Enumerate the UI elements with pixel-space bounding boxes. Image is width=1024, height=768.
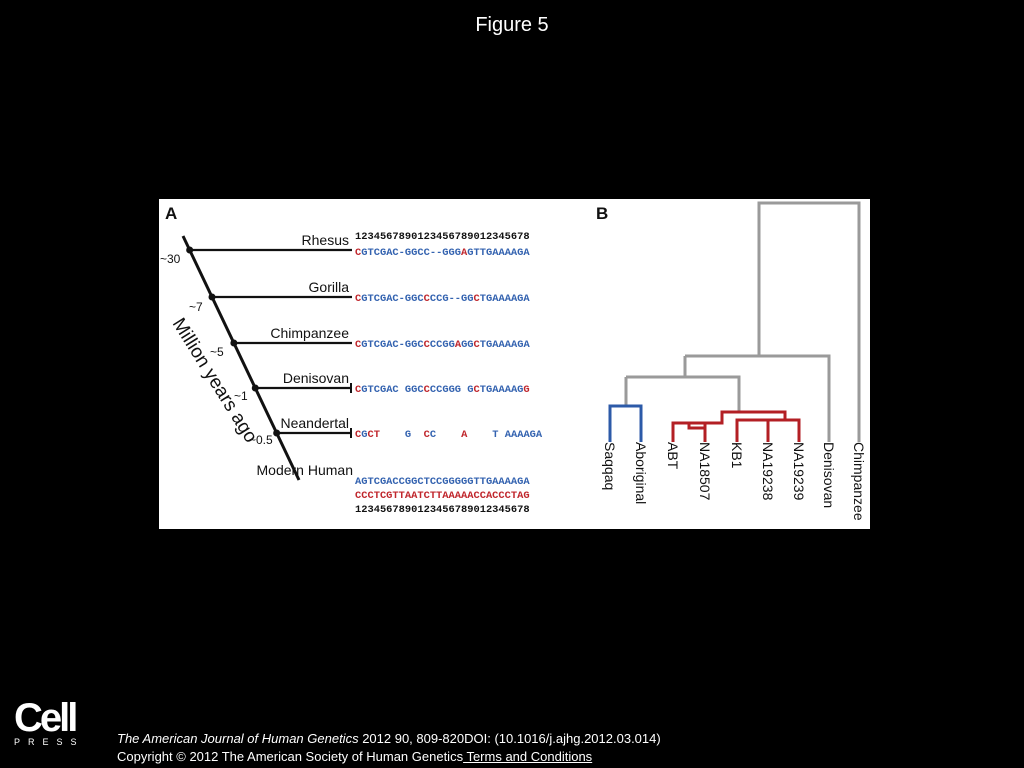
species-label: Gorilla bbox=[309, 279, 350, 295]
position-index-top: 1234567890123456789012345678 bbox=[355, 231, 530, 243]
time-label: ~7 bbox=[189, 300, 203, 314]
tree-branches: RhesusGorillaChimpanzeeDenisovanNeandert… bbox=[186, 232, 353, 478]
logo-word: Cell bbox=[14, 696, 78, 740]
sequence-chimpanzee: CGTCGAC-GGCCCCGGAGGCTGAAAAGA bbox=[355, 339, 530, 351]
leaf-label-kb1: KB1 bbox=[729, 442, 745, 469]
tree-node bbox=[251, 384, 259, 392]
tree-trunk bbox=[181, 235, 301, 481]
time-label: ~1 bbox=[234, 389, 248, 403]
tree-b-leaves: Saqqaq Aboriginal ABT NA18507 KB1 NA19238 NA19… bbox=[602, 442, 867, 521]
leaf-label-chimpanzee: Chimpanzee bbox=[851, 442, 867, 521]
time-label: ~30 bbox=[160, 252, 181, 266]
terms-link[interactable]: Terms and Conditions bbox=[463, 749, 593, 764]
sequence-gorilla: CGTCGAC-GGCCCCG--GGCTGAAAAGA bbox=[355, 293, 530, 305]
tree-b bbox=[608, 201, 861, 442]
species-label: Chimpanzee bbox=[270, 325, 349, 341]
sequence-rhesus: CGTCGAC-GGCC--GGGAGTTGAAAAGA bbox=[355, 247, 530, 259]
panel-a-label: A bbox=[165, 204, 177, 223]
tree-node bbox=[208, 293, 216, 301]
tree-edge bbox=[687, 423, 705, 430]
species-label: Neandertal bbox=[281, 415, 350, 431]
tree-node bbox=[273, 429, 281, 437]
species-label: Denisovan bbox=[283, 370, 349, 386]
leaf-label-na19238: NA19238 bbox=[760, 442, 776, 501]
tree-edge bbox=[685, 354, 831, 442]
axis-label: Million years ago bbox=[168, 315, 261, 447]
figure-title: Figure 5 bbox=[475, 14, 549, 36]
tree-node bbox=[186, 246, 194, 254]
leaf-label-na19239: NA19239 bbox=[791, 442, 807, 501]
species-label: Rhesus bbox=[302, 232, 349, 248]
leaf-label-abt: ABT bbox=[665, 442, 681, 470]
tree-edge bbox=[608, 404, 643, 442]
leaf-label-saqqaq: Saqqaq bbox=[602, 442, 618, 490]
panel-b-label: B bbox=[596, 204, 608, 223]
position-index-bottom: 1234567890123456789012345678 bbox=[355, 504, 530, 516]
sequence-modern-human: AGTCGACCGGCTCCGGGGGTTGAAAAGA bbox=[355, 476, 530, 488]
time-label: ~0.5 bbox=[249, 433, 273, 447]
citation: The American Journal of Human Genetics 2… bbox=[117, 730, 661, 766]
leaf-label-aboriginal: Aboriginal bbox=[633, 442, 649, 504]
sequence-modern-human-2: CCCTCGTTAATCTTAAAAACCACCCTAG bbox=[355, 490, 530, 502]
sequence-neandertal: CGCT G CC A T AAAAGA bbox=[355, 429, 543, 441]
species-label: Modern Human bbox=[257, 462, 354, 478]
leaf-label-denisovan: Denisovan bbox=[821, 442, 837, 508]
journal-name: The American Journal of Human Genetics bbox=[117, 731, 359, 746]
copyright-text: Copyright © 2012 The American Society of… bbox=[117, 749, 464, 764]
sequence-denisovan: CGTCGAC GGCCCCGGG GCTGAAAAGG bbox=[355, 384, 530, 396]
tree-edge bbox=[757, 201, 861, 442]
logo-sub: PRESS bbox=[14, 737, 85, 747]
citation-details: 2012 90, 809-820DOI: (10.1016/j.ajhg.201… bbox=[358, 731, 661, 746]
tree-node bbox=[230, 339, 238, 347]
tree-edge bbox=[626, 375, 741, 412]
tree-edge bbox=[671, 410, 787, 442]
leaf-label-na18507: NA18507 bbox=[697, 442, 713, 501]
cell-press-logo: Cell PRESS bbox=[14, 696, 86, 752]
sequence-rows: CGTCGAC-GGCC--GGGAGTTGAAAAGA CGTCGAC-GGCC… bbox=[355, 247, 543, 502]
time-label: ~5 bbox=[210, 345, 224, 359]
figure-svg: A RhesusGorillaChimpanzeeDenisovanNeande… bbox=[160, 201, 867, 521]
